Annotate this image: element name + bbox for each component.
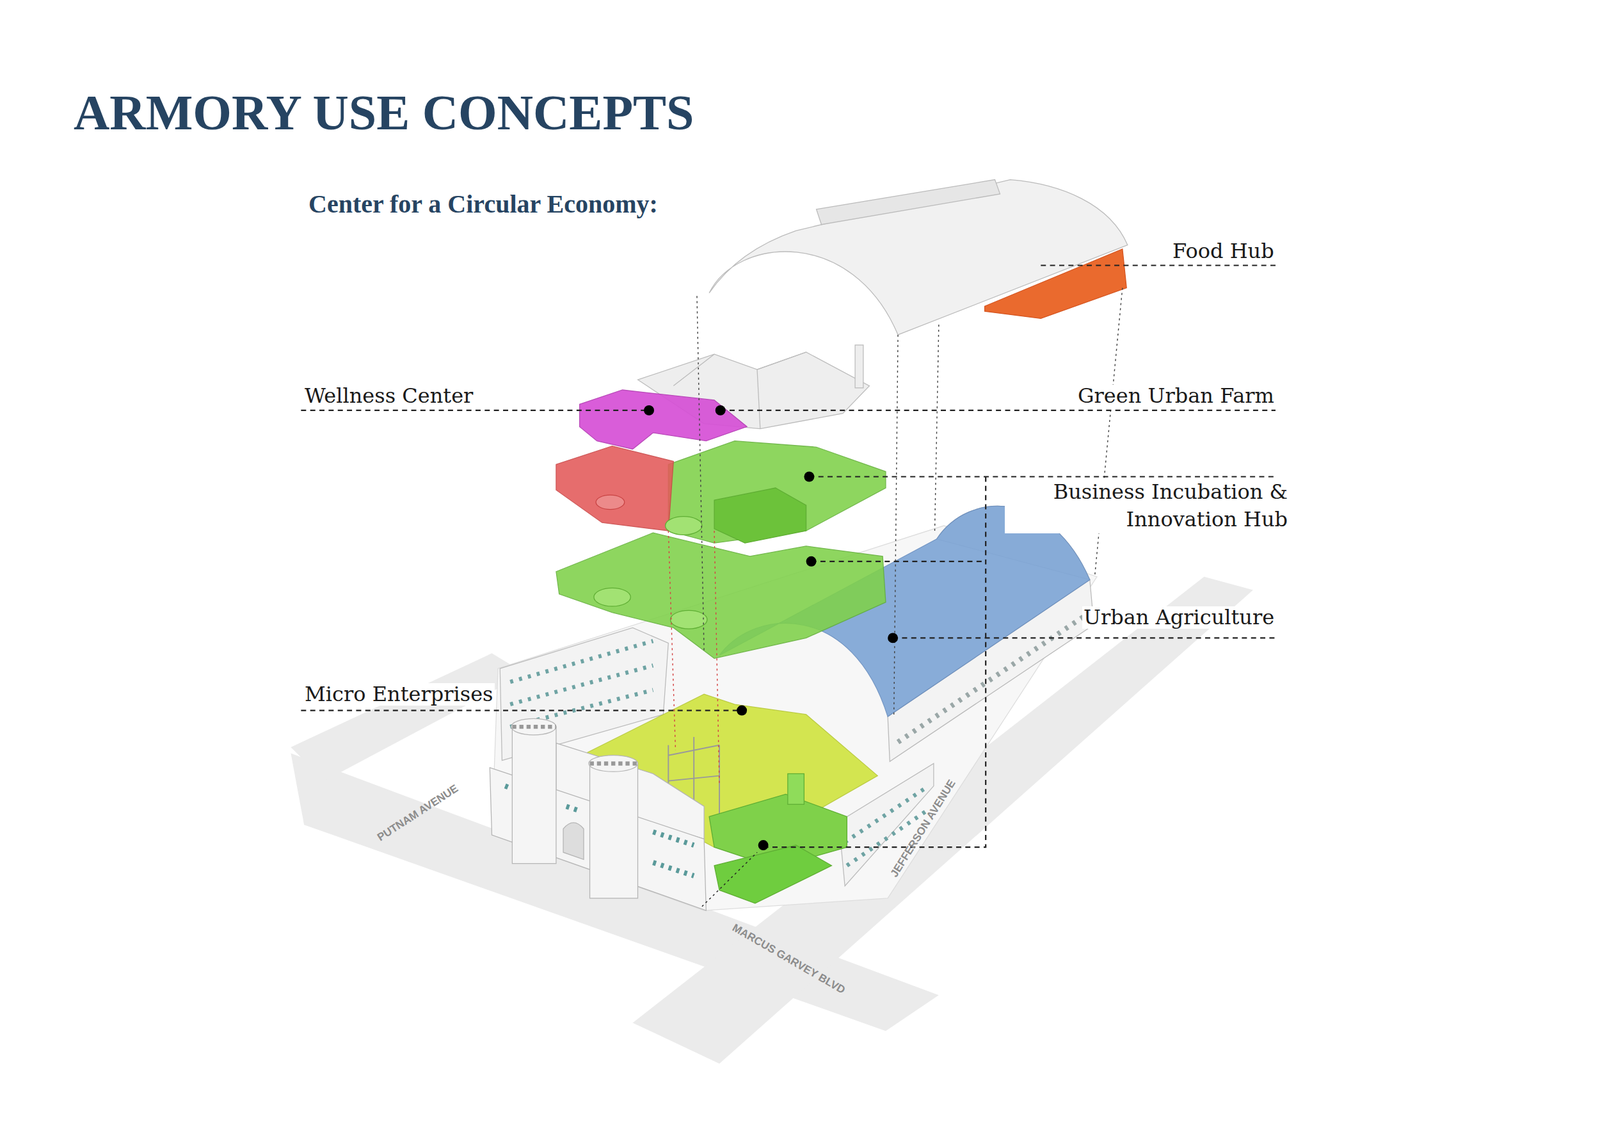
leader-dots-part bbox=[806, 556, 817, 567]
castle-head-house-part bbox=[504, 785, 694, 876]
castle-head-house-part bbox=[563, 822, 584, 859]
floating-floor-plates-part bbox=[670, 609, 708, 629]
leader-lines-part bbox=[808, 475, 1278, 477]
leader-dots-part bbox=[803, 471, 815, 482]
leader-dots-part bbox=[715, 405, 726, 416]
wellness-floor bbox=[579, 389, 747, 449]
castle-head-house-part bbox=[588, 755, 639, 772]
projection-lines bbox=[668, 288, 1123, 786]
floating-floor-plates-part bbox=[593, 587, 631, 607]
leader-lines-part bbox=[300, 709, 742, 711]
floating-floor-plates-part bbox=[665, 516, 703, 536]
leader-lines-part bbox=[720, 409, 1276, 411]
street-name: MARCUS GARVEY BLVD bbox=[730, 921, 848, 996]
leader-dots-part bbox=[887, 632, 898, 643]
castle-head-house-part bbox=[512, 726, 557, 864]
barrel-roof-part bbox=[709, 179, 1128, 335]
leader-lines-part bbox=[892, 636, 1278, 639]
leader-dots-part bbox=[758, 839, 769, 850]
barrel-roof bbox=[709, 179, 1128, 335]
diagram-title: ARMORY USE CONCEPTS bbox=[73, 83, 694, 142]
barrel-roof-part bbox=[984, 248, 1128, 319]
leader-lines bbox=[300, 264, 1278, 906]
micro-enterprise-floor bbox=[571, 693, 878, 904]
street-name: JEFFERSON AVENUE bbox=[888, 777, 959, 880]
floating-floor-plates-part bbox=[595, 494, 625, 509]
leader-lines-part bbox=[811, 560, 987, 562]
leader-lines-part bbox=[702, 851, 758, 906]
callout-label: Micro Enterprises bbox=[303, 682, 495, 706]
leader-dots-part bbox=[736, 705, 747, 716]
barrel-roof-part bbox=[816, 179, 1001, 225]
callout-label: Urban Agriculture bbox=[1082, 606, 1276, 629]
street-ground-part bbox=[290, 652, 526, 781]
callout-label: Food Hub bbox=[1171, 240, 1276, 263]
head-house-roof-part bbox=[855, 344, 864, 388]
floating-floor-plates-part bbox=[556, 532, 886, 658]
leader-dots bbox=[643, 405, 898, 850]
callout-label: Green Urban Farm bbox=[1076, 384, 1276, 408]
side-wings-part bbox=[510, 640, 653, 727]
micro-enterprise-floor-part bbox=[787, 773, 805, 804]
floating-floor-plates-part bbox=[714, 487, 806, 543]
floating-floor-plates-part bbox=[556, 446, 674, 531]
leader-dots-part bbox=[643, 405, 655, 416]
castle-head-house-part bbox=[590, 760, 639, 765]
street-name: PUTNAM AVENUE bbox=[375, 782, 461, 844]
projection-lines-part bbox=[668, 530, 720, 786]
subtitle: Center for a Circular Economy: bbox=[308, 189, 658, 219]
floating-floor-plates bbox=[556, 440, 886, 659]
leader-lines-part bbox=[300, 409, 649, 411]
callout-label: Wellness Center bbox=[303, 384, 475, 408]
castle-head-house-part bbox=[512, 724, 557, 729]
callout-label: Business Incubation & Innovation Hub bbox=[1004, 478, 1289, 534]
castle-head-house-part bbox=[511, 718, 557, 735]
side-wings-part bbox=[844, 785, 929, 866]
wellness-floor-part bbox=[579, 389, 747, 449]
micro-enterprise-floor-part bbox=[714, 844, 832, 904]
castle-head-house bbox=[489, 718, 706, 911]
castle-head-house-part bbox=[590, 762, 639, 898]
leader-lines-part bbox=[1040, 264, 1278, 266]
